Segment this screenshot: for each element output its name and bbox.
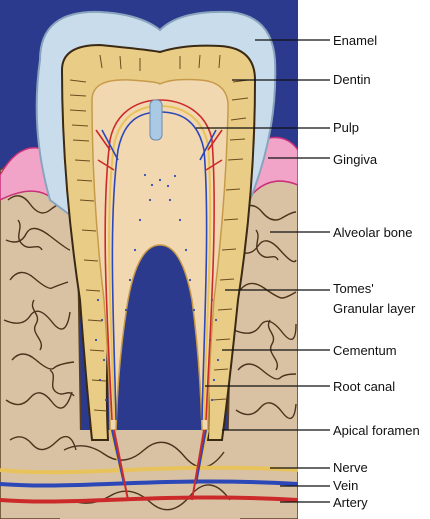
pulp-horn [149,99,163,141]
cementum-dots [94,173,220,402]
label-root-canal: Root canal [333,379,395,394]
label-tomes: Tomes' [333,281,374,296]
label-granular-layer: Granular layer [333,301,416,316]
label-apical-foramen: Apical foramen [333,423,420,438]
pulp-vessels [95,99,223,421]
label-pulp: Pulp [333,120,359,135]
label-enamel: Enamel [333,33,377,48]
label-gingiva: Gingiva [333,152,378,167]
bone-floor [60,430,240,519]
dentinal-tubules [69,54,249,412]
pulp [91,78,229,431]
label-nerve: Nerve [333,460,368,475]
label-artery: Artery [333,495,368,510]
labels: Enamel Dentin Pulp Gingiva Alveolar bone… [333,33,420,510]
nerve-vessel [0,465,298,475]
label-vein: Vein [333,478,358,493]
illustration [0,0,298,519]
label-alveolar-bone: Alveolar bone [333,225,413,240]
base-vessels [0,429,298,504]
leader-lines [196,39,330,503]
label-cementum: Cementum [333,343,397,358]
label-dentin: Dentin [333,72,371,87]
vein-vessel [0,479,298,488]
